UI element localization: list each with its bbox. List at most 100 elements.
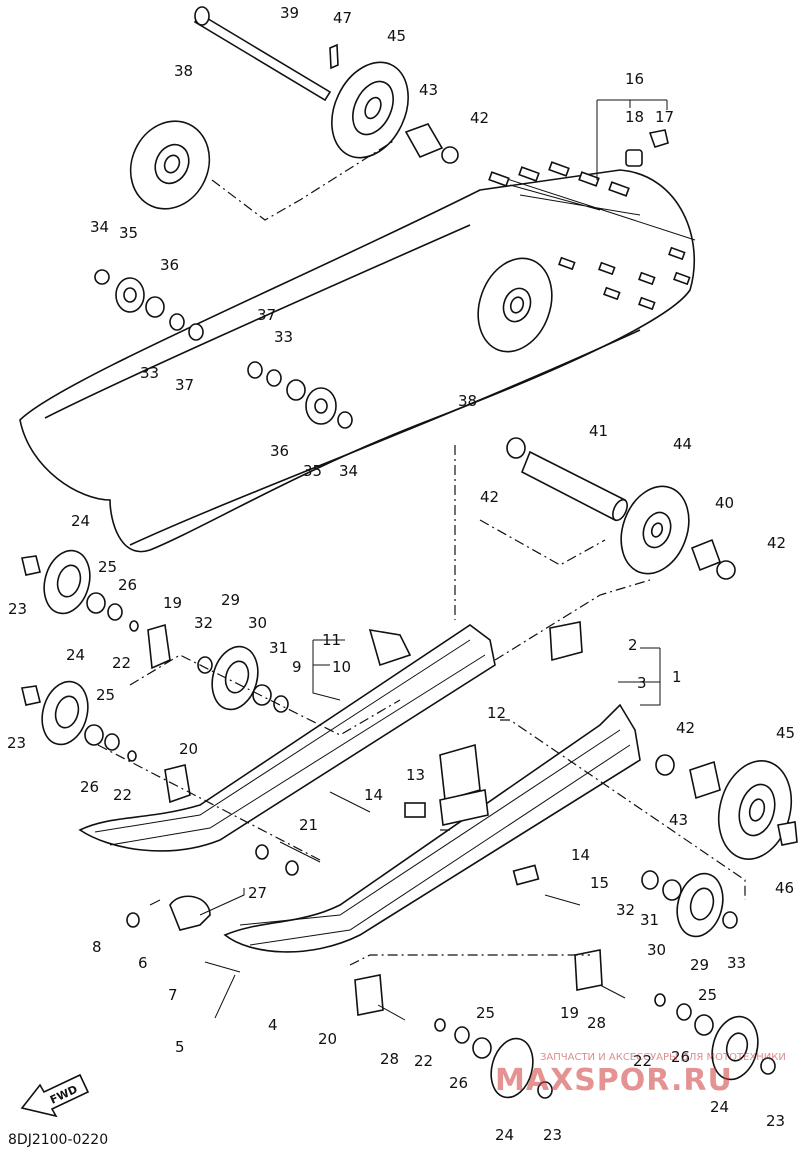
callout-3: 3 (637, 674, 647, 692)
callout-34: 34 (90, 218, 109, 236)
callout-36: 36 (270, 442, 289, 460)
callout-22: 22 (633, 1052, 652, 1070)
callout-32: 32 (616, 901, 635, 919)
track-belt (19, 161, 696, 553)
callout-43: 43 (669, 811, 688, 829)
stopper-12 (439, 743, 481, 802)
callout-1: 1 (672, 668, 682, 686)
washer-43-right (655, 754, 675, 776)
callout-47: 47 (333, 9, 352, 27)
bolt-21-b (279, 841, 321, 863)
callout-19: 19 (163, 594, 182, 612)
callout-26: 26 (118, 576, 137, 594)
callout-28: 28 (587, 1014, 606, 1032)
callout-20: 20 (318, 1030, 337, 1048)
callout-44: 44 (673, 435, 692, 453)
callout-24: 24 (71, 512, 90, 530)
bracket-2 (549, 621, 583, 662)
bolt-5 (214, 974, 236, 1019)
nut-46 (777, 821, 798, 846)
callout-36: 36 (160, 256, 179, 274)
callout-25: 25 (98, 558, 117, 576)
slider-clip-18 (625, 149, 643, 167)
callout-37: 37 (175, 376, 194, 394)
construction-lines (97, 139, 746, 966)
callout-32: 32 (194, 614, 213, 632)
washer-26-c (454, 1026, 470, 1044)
callout-45: 45 (387, 27, 406, 45)
washer-43-upper (441, 146, 459, 164)
washer-37-a (188, 323, 204, 341)
collar-42-right (689, 760, 721, 800)
washer-31-right (641, 870, 659, 890)
callout-31: 31 (640, 911, 659, 929)
callout-33: 33 (140, 364, 159, 382)
stopper-13 (439, 789, 489, 826)
callout-24: 24 (710, 1098, 729, 1116)
callout-35: 35 (119, 224, 138, 242)
idler-wheel-38-upper (129, 120, 211, 210)
callout-30: 30 (647, 941, 666, 959)
idler-wheel-45-upper (331, 61, 409, 159)
wheel-set-left-lower (21, 680, 120, 751)
rear-axle-41 (520, 450, 628, 522)
wheel-24-lower-right (711, 1015, 759, 1081)
callout-14: 14 (571, 846, 590, 864)
idler-wheel-45-right (718, 760, 792, 860)
callout-20: 20 (179, 740, 198, 758)
callout-10: 10 (332, 658, 351, 676)
callout-42: 42 (767, 534, 786, 552)
callout-13: 13 (406, 766, 425, 784)
bracket-16 (596, 99, 668, 180)
bolt-28-b (599, 984, 626, 999)
nut-27-b (285, 860, 299, 876)
washer-33-a (169, 313, 185, 331)
leader-9-group (312, 639, 345, 701)
callout-25: 25 (96, 686, 115, 704)
callout-21: 21 (299, 816, 318, 834)
collar-42-upper (404, 123, 444, 159)
bolt-28-a (377, 1004, 406, 1021)
washer-33-b (266, 369, 282, 387)
spacer-36-a (145, 296, 165, 318)
callout-23: 23 (8, 600, 27, 618)
washer-22-d (654, 993, 666, 1007)
callout-38: 38 (458, 392, 477, 410)
washer-43-rear-b (716, 560, 736, 580)
bracket-19-left (147, 623, 171, 670)
collar-40 (690, 538, 722, 572)
callout-5: 5 (175, 1038, 185, 1056)
callout-23: 23 (766, 1112, 785, 1130)
callout-9: 9 (292, 658, 302, 676)
callout-40: 40 (715, 494, 734, 512)
washer-32-left (197, 656, 213, 674)
washer-31-left (273, 695, 289, 713)
callout-2: 2 (628, 636, 638, 654)
callout-26: 26 (671, 1048, 690, 1066)
callout-30: 30 (248, 614, 267, 632)
spacer-30-right (662, 879, 682, 901)
washer-37-b (247, 361, 263, 379)
callout-26: 26 (80, 778, 99, 796)
spacer-36-b (286, 379, 306, 401)
bracket-20-right (354, 974, 384, 1016)
washer-43-rear-a (506, 437, 526, 459)
callout-4: 4 (268, 1016, 278, 1034)
callout-38: 38 (174, 62, 193, 80)
wheel-29-right (676, 872, 724, 938)
watermark-brand: MAXSPOR.RU (495, 1063, 733, 1098)
washer-22-c (434, 1018, 446, 1032)
callout-19: 19 (560, 1004, 579, 1022)
bolt-15 (544, 894, 581, 906)
nut-23-c (537, 1081, 553, 1099)
watermark-tagline: ЗАПЧАСТИ И АКСЕССУАРЫ ДЛЯ МОТОТЕХНИКИ (540, 1052, 786, 1063)
callout-8: 8 (92, 938, 102, 956)
callout-29: 29 (690, 956, 709, 974)
callout-26: 26 (449, 1074, 468, 1092)
fwd-arrow: FWD (20, 1073, 90, 1118)
callout-46: 46 (775, 879, 794, 897)
nut-23-d (760, 1057, 776, 1075)
idler-wheel-38-inner (477, 257, 553, 353)
